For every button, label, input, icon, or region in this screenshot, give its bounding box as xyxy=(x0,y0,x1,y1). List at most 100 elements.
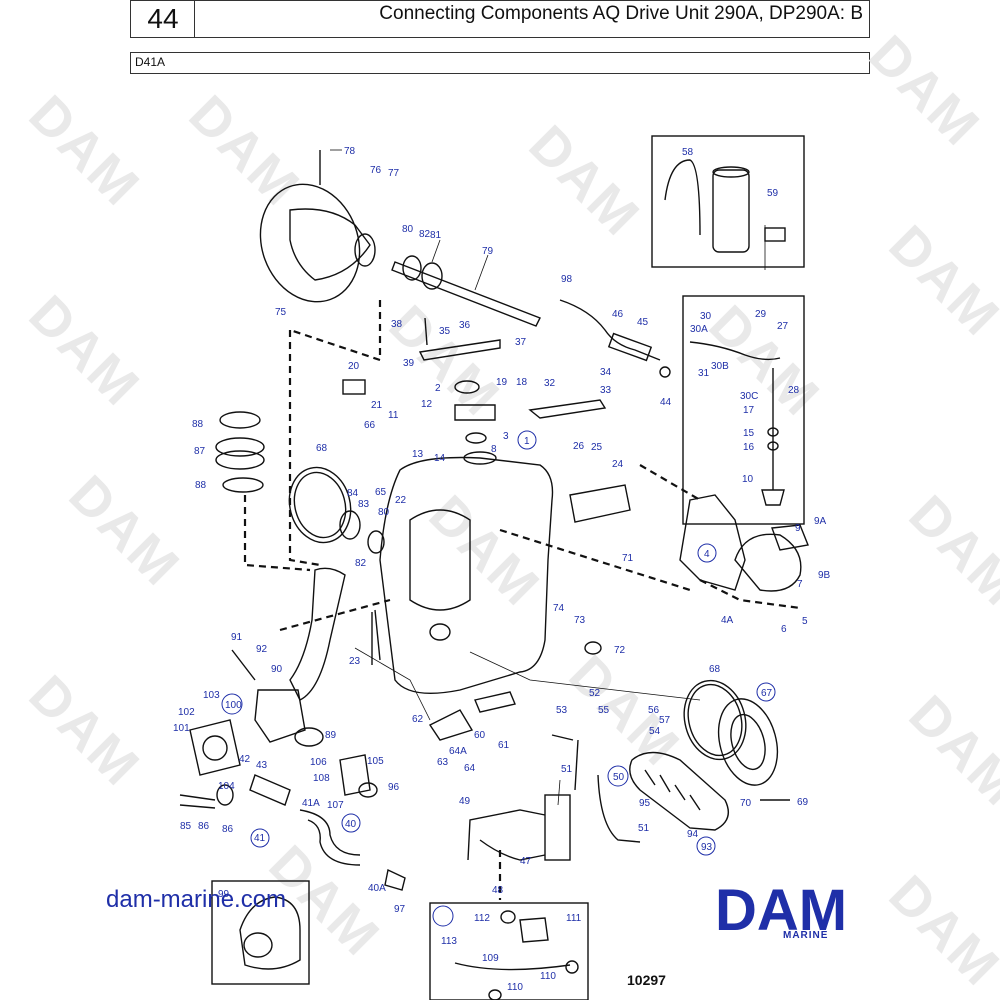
callout: 76 xyxy=(370,165,382,176)
callout: 63 xyxy=(437,757,449,768)
o-ring-68b-inner xyxy=(687,683,743,757)
website-link[interactable]: dam-marine.com xyxy=(106,886,287,913)
callout: 18 xyxy=(516,377,528,388)
callout: 111 xyxy=(566,913,582,924)
leader xyxy=(474,254,489,291)
callout: 12 xyxy=(421,399,433,410)
callout: 71 xyxy=(622,553,634,564)
o-ring-68b xyxy=(683,679,747,761)
callout: 51 xyxy=(638,823,650,834)
callout: 96 xyxy=(388,782,400,793)
cable-98 xyxy=(559,299,661,361)
callout: 45 xyxy=(637,317,649,328)
hose-clamp-88b xyxy=(222,477,264,493)
callout: 112 xyxy=(474,913,490,924)
leader-lines xyxy=(330,149,766,806)
callout: 13 xyxy=(412,449,424,460)
title-box: Connecting Components AQ Drive Unit 290A… xyxy=(194,0,870,38)
callout: 51 xyxy=(561,764,573,775)
callout: 73 xyxy=(574,615,586,626)
callout: 14 xyxy=(434,453,446,464)
pump-motor xyxy=(712,169,750,253)
o-ring-89 xyxy=(294,727,324,747)
cable-sleeve xyxy=(607,332,653,362)
callout: 48 xyxy=(492,885,504,896)
callout: 108 xyxy=(313,773,330,784)
callout: 31 xyxy=(698,368,710,379)
callout: 68 xyxy=(709,664,721,675)
bellows-cone xyxy=(289,208,371,281)
callout: 4 xyxy=(704,549,710,560)
callout: 106 xyxy=(310,757,327,768)
cover-105 xyxy=(339,754,371,796)
callout: 37 xyxy=(515,337,527,348)
callout: 57 xyxy=(659,715,671,726)
guide-left xyxy=(288,330,321,567)
guide-top xyxy=(289,300,382,362)
o-ring-68 xyxy=(288,466,352,544)
callout: 80 xyxy=(378,507,390,518)
bearing-84 xyxy=(339,510,361,540)
callout: 110 xyxy=(507,982,523,993)
callout: 72 xyxy=(614,645,626,656)
terminal-110 xyxy=(565,960,579,974)
inset-box-linkage xyxy=(682,295,805,525)
callout: 4A xyxy=(721,615,734,626)
callout: 101 xyxy=(173,723,190,734)
dam-logo: DAM xyxy=(715,878,847,943)
callout: 86 xyxy=(222,824,234,835)
callout: 92 xyxy=(256,644,268,655)
callout: 104 xyxy=(218,781,235,792)
callout: 7 xyxy=(797,579,803,590)
circle-67 xyxy=(756,682,776,702)
callout: 47 xyxy=(520,856,532,867)
callout: 97 xyxy=(394,904,406,915)
callout: 32 xyxy=(544,378,556,389)
callout: 28 xyxy=(788,385,800,396)
callout: 9 xyxy=(795,523,801,534)
drawing-number: 10297 xyxy=(627,972,666,988)
terminal-110b xyxy=(488,989,502,1000)
callout: 2 xyxy=(435,383,441,394)
callout: 78 xyxy=(344,146,356,157)
callout: 30A xyxy=(690,324,708,335)
callout-circles xyxy=(221,430,776,927)
clamp-11 xyxy=(454,404,496,421)
logo-subtitle: MARINE xyxy=(783,930,829,941)
cable-51 xyxy=(597,774,641,843)
leader xyxy=(431,239,441,263)
inset-box-pump xyxy=(651,135,805,268)
callout: 86 xyxy=(198,821,210,832)
pump-cap xyxy=(712,166,750,178)
callout: 35 xyxy=(439,326,451,337)
callout: 40 xyxy=(345,819,357,830)
linkage-cable-29 xyxy=(689,341,781,361)
callout: 41 xyxy=(254,833,266,844)
circle-40 xyxy=(341,813,361,833)
flange-67 xyxy=(717,698,779,786)
lever-9 xyxy=(771,524,809,551)
callout: 102 xyxy=(178,707,195,718)
callout: 24 xyxy=(612,459,624,470)
exhaust-elbow-100 xyxy=(254,689,306,743)
callout: 67 xyxy=(761,688,773,699)
subcode: D41A xyxy=(135,55,166,69)
callout: 94 xyxy=(687,829,699,840)
callout: 84 xyxy=(347,488,359,499)
callout: 70 xyxy=(740,798,752,809)
callout: 99 xyxy=(218,889,230,900)
callout: 8 xyxy=(491,444,497,455)
callout: 27 xyxy=(777,321,789,332)
callout: 5 xyxy=(802,616,808,627)
plug-72 xyxy=(584,641,602,655)
leader-long xyxy=(354,647,431,721)
callout: 9B xyxy=(818,570,831,581)
ring-14 xyxy=(463,451,497,465)
callout: 93 xyxy=(701,842,713,853)
callout: 41A xyxy=(302,798,320,809)
callout: 21 xyxy=(371,400,383,411)
callout: 100 xyxy=(225,700,242,711)
callout: 85 xyxy=(180,821,192,832)
guide-mid xyxy=(279,598,391,632)
callout: 110 xyxy=(540,971,556,982)
